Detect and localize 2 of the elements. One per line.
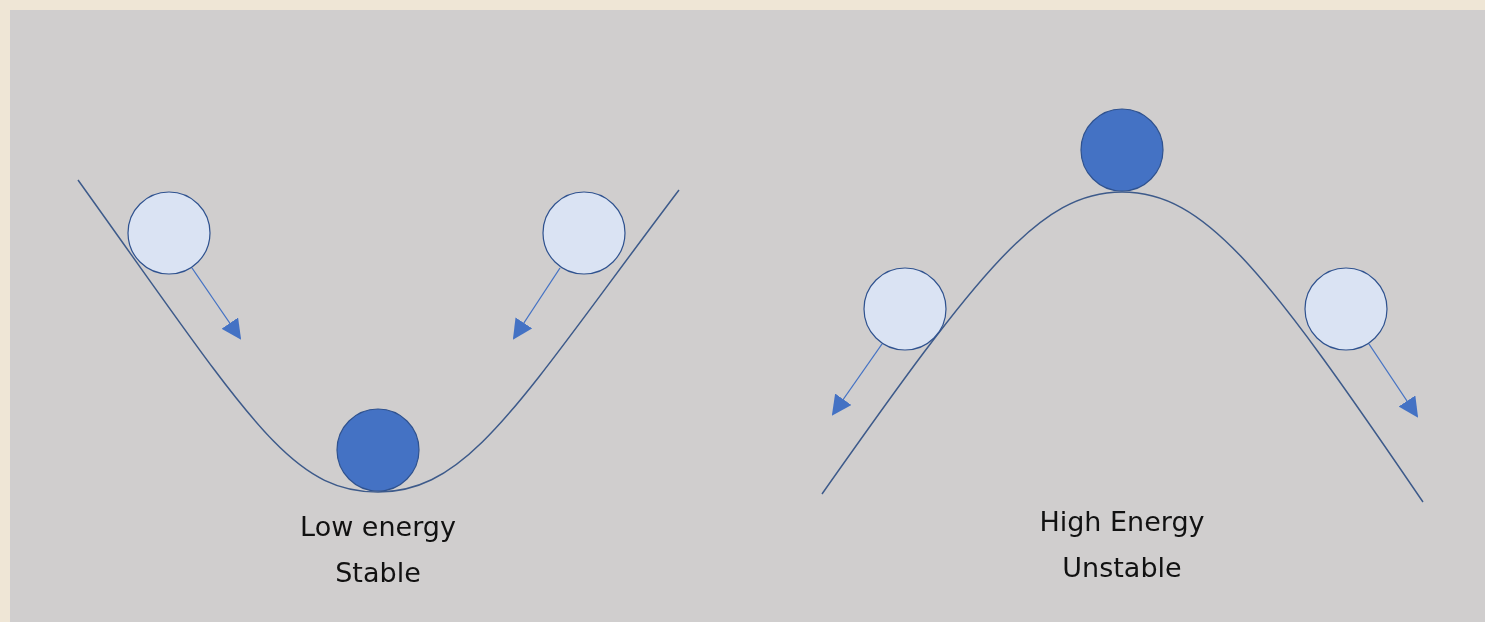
state-label: High Energy Unstable (1038, 505, 1206, 585)
state-label: Low energy Stable (299, 510, 457, 590)
